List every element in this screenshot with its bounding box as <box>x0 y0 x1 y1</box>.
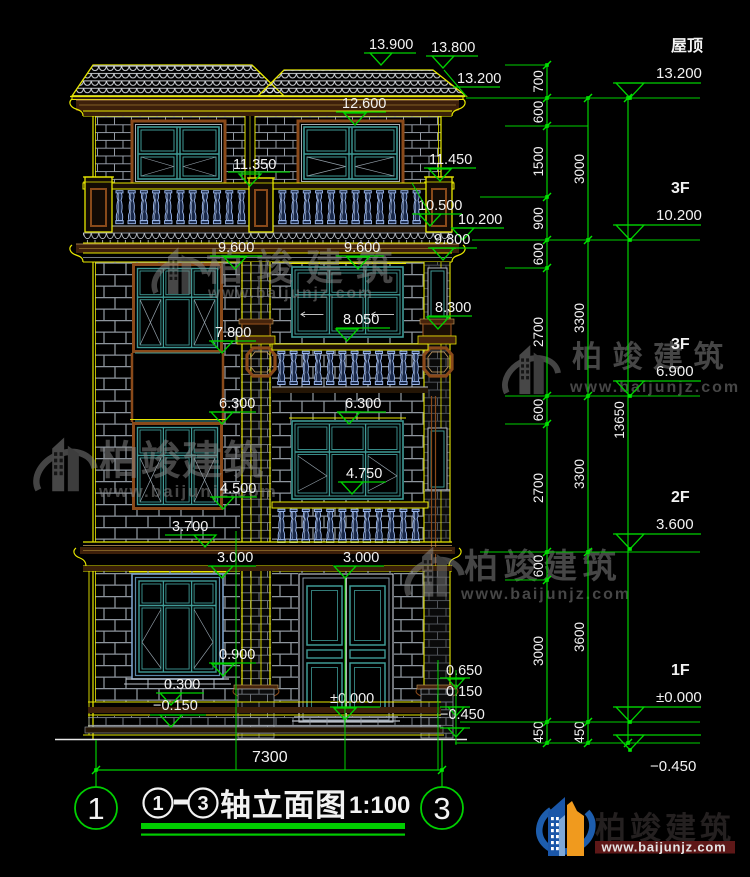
svg-text:9.800: 9.800 <box>434 232 470 248</box>
svg-text:12.600: 12.600 <box>342 96 386 112</box>
svg-text:3.700: 3.700 <box>172 519 208 535</box>
svg-text:7300: 7300 <box>252 749 288 766</box>
svg-text:600: 600 <box>531 399 546 422</box>
svg-text:±0.000: ±0.000 <box>330 691 374 707</box>
svg-text:2F: 2F <box>671 489 690 506</box>
svg-text:−0.450: −0.450 <box>440 707 485 723</box>
svg-text:3.000: 3.000 <box>217 550 253 566</box>
svg-text:柏竣建筑: 柏竣建筑 <box>595 811 735 846</box>
svg-text:13.200: 13.200 <box>656 65 702 82</box>
svg-text:屋顶: 屋顶 <box>671 37 703 55</box>
svg-text:3600: 3600 <box>572 622 587 652</box>
svg-text:−0.450: −0.450 <box>650 758 696 775</box>
svg-text:1:100: 1:100 <box>349 792 410 819</box>
svg-text:8.300: 8.300 <box>435 300 471 316</box>
svg-text:13650: 13650 <box>612 401 627 439</box>
svg-text:www.baijunjz.com: www.baijunjz.com <box>460 586 631 603</box>
svg-text:0.650: 0.650 <box>446 663 482 679</box>
svg-text:450: 450 <box>531 721 546 744</box>
svg-text:11.350: 11.350 <box>233 157 276 173</box>
svg-text:柏竣建筑: 柏竣建筑 <box>572 340 734 374</box>
svg-text:1F: 1F <box>671 662 690 679</box>
svg-text:www.baijunjz.com: www.baijunjz.com <box>569 379 740 396</box>
svg-text:6.900: 6.900 <box>656 363 694 380</box>
svg-text:1500: 1500 <box>531 146 546 176</box>
svg-text:10.500: 10.500 <box>418 198 462 214</box>
svg-text:3.600: 3.600 <box>656 516 694 533</box>
svg-text:2700: 2700 <box>531 317 546 347</box>
svg-text:700: 700 <box>531 70 546 93</box>
svg-text:9.600: 9.600 <box>218 240 254 256</box>
svg-text:4.500: 4.500 <box>220 481 256 497</box>
svg-text:8.050: 8.050 <box>343 312 379 328</box>
svg-text:13.800: 13.800 <box>431 40 475 56</box>
svg-text:10.200: 10.200 <box>458 212 502 228</box>
svg-text:900: 900 <box>531 207 546 230</box>
svg-text:2700: 2700 <box>531 473 546 503</box>
svg-text:3300: 3300 <box>572 303 587 333</box>
svg-text:10.200: 10.200 <box>656 207 702 224</box>
svg-text:3F: 3F <box>671 180 690 197</box>
svg-text:www.baijunjz.com: www.baijunjz.com <box>601 840 727 855</box>
svg-text:0.150: 0.150 <box>446 684 482 700</box>
svg-text:3000: 3000 <box>572 154 587 184</box>
svg-text:−0.150: −0.150 <box>153 698 198 714</box>
svg-text:450: 450 <box>572 721 587 744</box>
svg-text:6.300: 6.300 <box>345 396 381 412</box>
svg-text:3F: 3F <box>671 336 690 353</box>
svg-text:3: 3 <box>197 793 208 815</box>
svg-text:6.300: 6.300 <box>219 396 255 412</box>
svg-text:3000: 3000 <box>531 636 546 666</box>
svg-text:7.800: 7.800 <box>215 325 251 341</box>
svg-text:600: 600 <box>531 243 546 266</box>
svg-text:600: 600 <box>531 555 546 578</box>
svg-text:±0.000: ±0.000 <box>656 689 702 706</box>
svg-text:4.750: 4.750 <box>346 466 382 482</box>
svg-text:0.900: 0.900 <box>219 647 255 663</box>
svg-text:www.baijunjz.com: www.baijunjz.com <box>207 285 374 302</box>
svg-text:3.000: 3.000 <box>343 550 379 566</box>
svg-text:1: 1 <box>152 793 163 815</box>
svg-text:3300: 3300 <box>572 459 587 489</box>
svg-text:9.600: 9.600 <box>344 240 380 256</box>
svg-text:柏竣建筑: 柏竣建筑 <box>99 439 265 483</box>
svg-text:轴立面图: 轴立面图 <box>220 788 347 823</box>
svg-text:0.300: 0.300 <box>164 677 200 693</box>
svg-text:3: 3 <box>433 791 450 826</box>
svg-text:13.200: 13.200 <box>457 71 501 87</box>
svg-text:600: 600 <box>531 101 546 124</box>
svg-text:11.450: 11.450 <box>429 152 472 168</box>
svg-text:13.900: 13.900 <box>369 37 413 53</box>
svg-text:1: 1 <box>87 791 104 826</box>
svg-text:www.baijunjz.com: www.baijunjz.com <box>98 482 278 501</box>
